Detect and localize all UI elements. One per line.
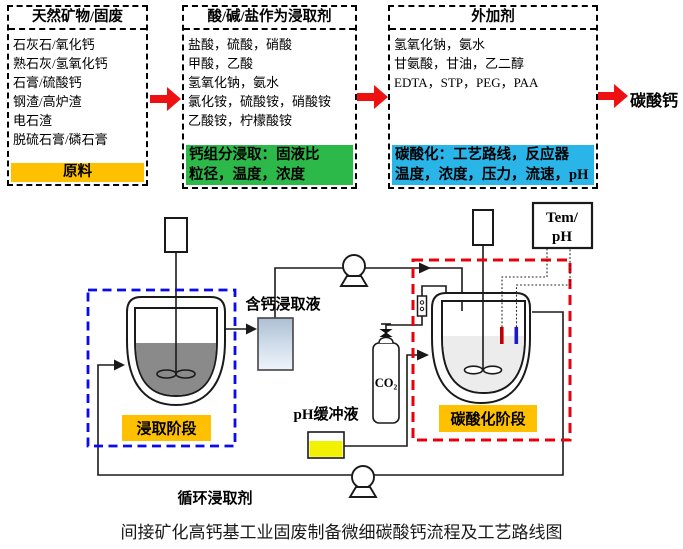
extraction-stage-label: 浸取阶段 [136, 420, 196, 438]
impeller-blade [175, 369, 196, 379]
recycle-pipe [97, 311, 564, 476]
feed-pipe [274, 267, 463, 318]
co2-label: CO₂ [375, 376, 398, 390]
carbonation-stage-label: 碳酸化阶段 [450, 410, 525, 428]
additives-box: 外加剂 氢氧化钠，氨水 甘氨酸，甘油，乙二醇 EDTA，STP，PEG，PAA … [388, 5, 598, 189]
flow-arrows [150, 84, 628, 111]
ph-buffer-tank [307, 431, 345, 459]
list-item: 氢氧化钠，氨水 [394, 37, 486, 52]
extract-liquid-tank [257, 317, 294, 371]
carbonation-stage-tag: 碳酸化阶段 [439, 405, 537, 432]
raw-material-badge: 原料 [11, 163, 144, 182]
stirrer-motor [164, 217, 188, 253]
flow-meter-icon [416, 295, 428, 317]
block-arrow-icon [597, 84, 628, 108]
stirrer-motor [472, 209, 494, 246]
list-item: 脱硫石膏/磷石膏 [13, 132, 108, 147]
temperature-probe [500, 327, 504, 344]
meter-label-line2: pH [552, 229, 572, 245]
co2-cylinder: CO₂ [372, 323, 400, 424]
arrowhead-icon [114, 359, 125, 371]
box-items: 盐酸，硫酸，硝酸 甲酸，乙酸 氢氧化钠，氨水 氯化铵，硫酸铵，硝酸铵 乙酸铵，柠… [184, 30, 355, 130]
extract-liquid-label: 含钙浸取液 [245, 295, 321, 313]
list-item: 甘氨酸，甘油，乙二醇 [394, 56, 525, 71]
meter-label-line1: Tem/ [546, 210, 579, 226]
arrowhead-icon [419, 262, 431, 274]
box-items: 氢氧化钠，氨水 甘氨酸，甘油，乙二醇 EDTA，STP，PEG，PAA [390, 30, 596, 92]
list-item: 石灰石/氧化钙 [13, 37, 95, 52]
carbonation-params-badge: 碳酸化：工艺路线，反应器 温度，浓度，压力，流速，pH [392, 145, 594, 185]
extraction-stage-tag: 浸取阶段 [122, 415, 211, 441]
arrowhead-icon [246, 323, 257, 335]
sensor-wires [501, 248, 571, 327]
box-title: 酸/碱/盐作为浸取剂 [184, 7, 355, 30]
box-title: 天然矿物/固废 [9, 7, 146, 30]
impeller-blade [482, 365, 503, 375]
block-arrow-icon [357, 85, 388, 109]
extraction-reactor-group [126, 217, 226, 407]
list-item: 氢氧化钠，氨水 [188, 75, 280, 90]
badge-line: 温度，浓度，压力，流速，pH [395, 167, 589, 183]
extraction-params-badge: 钙组分浸取：固液比 粒径，温度，浓度 [186, 145, 353, 185]
raw-materials-box: 天然矿物/固废 石灰石/氧化钙 熟石灰/氢氧化钙 石膏/硫酸钙 钢渣/高炉渣 电… [7, 5, 148, 186]
badge-line: 粒径，温度，浓度 [189, 167, 305, 183]
block-arrow-icon [150, 87, 181, 111]
co2-pipe [385, 316, 423, 330]
impeller-blade [463, 365, 484, 375]
list-item: 熟石灰/氢氧化钙 [13, 56, 108, 71]
recycle-pump-icon [348, 465, 378, 498]
list-item: 电石渣 [13, 113, 53, 128]
list-item: 乙酸铵，柠檬酸铵 [188, 113, 293, 128]
box-items: 石灰石/氧化钙 熟石灰/氢氧化钙 石膏/硫酸钙 钢渣/高炉渣 电石渣 脱硫石膏/… [9, 30, 146, 149]
leaching-agents-box: 酸/碱/盐作为浸取剂 盐酸，硫酸，硝酸 甲酸，乙酸 氢氧化钠，氨水 氯化铵，硫酸… [182, 5, 357, 189]
recycle-label: 循环浸取剂 [177, 489, 252, 507]
ph-probe [514, 327, 519, 344]
carbonation-reactor-group [431, 209, 531, 405]
feed-pump-icon [339, 254, 369, 287]
box-title: 外加剂 [390, 7, 596, 30]
carbonation-stage-boundary [411, 258, 572, 442]
extraction-stage-boundary [86, 288, 237, 448]
valve-icon [379, 323, 393, 337]
temp-ph-meter: Tem/ pH [531, 201, 594, 250]
list-item: 氯化铵，硫酸铵，硝酸铵 [188, 94, 332, 109]
list-item: 石膏/硫酸钙 [13, 75, 82, 90]
badge-line: 碳酸化：工艺路线，反应器 [395, 147, 569, 163]
arrowhead-icon [417, 349, 429, 361]
product-label: 碳酸钙 [630, 93, 679, 110]
list-item: 甲酸，乙酸 [188, 56, 254, 71]
badge-line: 钙组分浸取：固液比 [189, 147, 320, 163]
list-item: 盐酸，硫酸，硝酸 [188, 37, 293, 52]
figure-caption: 间接矿化高钙基工业固废制备微细碳酸钙流程及工艺路线图 [120, 523, 563, 542]
ph-buffer-label: pH缓冲液 [293, 405, 359, 423]
list-item: EDTA，STP，PEG，PAA [394, 75, 539, 90]
list-item: 钢渣/高炉渣 [13, 94, 82, 109]
